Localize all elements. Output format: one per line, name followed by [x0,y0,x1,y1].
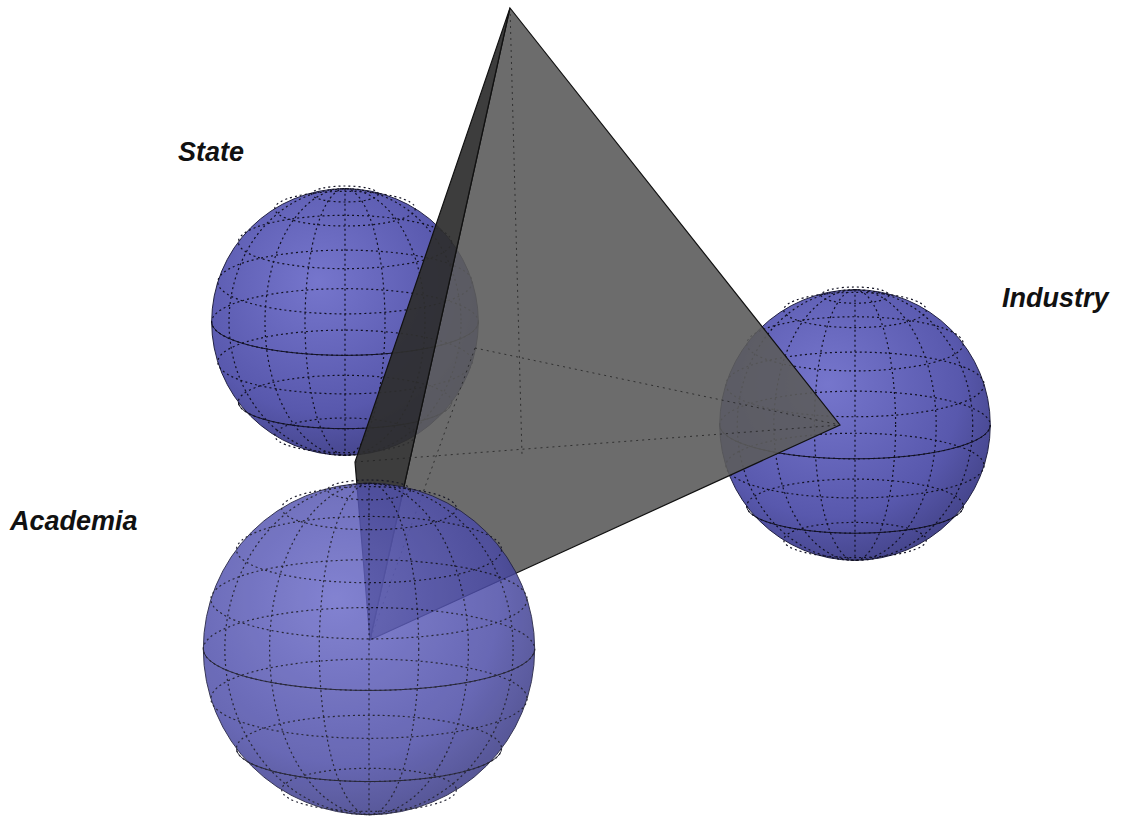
industry-label: Industry [1002,282,1109,314]
state-label: State [178,136,244,168]
academia-label: Academia [10,505,138,537]
